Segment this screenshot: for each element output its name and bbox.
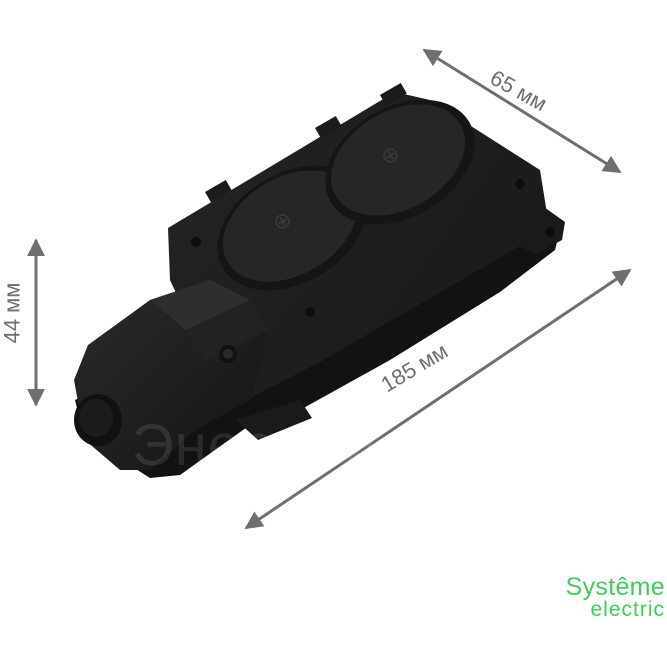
mounting-hole xyxy=(515,179,525,189)
mounting-hole xyxy=(545,227,555,237)
socket-lid-front: ⊕ xyxy=(217,165,367,291)
watermark-text: ЭнергоМост xyxy=(132,413,470,478)
brand-name: Systême xyxy=(565,573,665,601)
width-dimension-arrow xyxy=(422,48,622,174)
length-dimension-arrow xyxy=(244,268,632,530)
brand-logo: Systême electric xyxy=(566,574,665,620)
socket-housing: ⊕ ⊕ xyxy=(74,83,565,478)
mounting-hole xyxy=(305,307,315,317)
socket-lid-back: ⊕ xyxy=(325,99,475,225)
height-dimension-label: 44 мм xyxy=(0,282,25,344)
brand-subname: electric xyxy=(590,598,665,621)
mounting-hole xyxy=(191,237,201,247)
